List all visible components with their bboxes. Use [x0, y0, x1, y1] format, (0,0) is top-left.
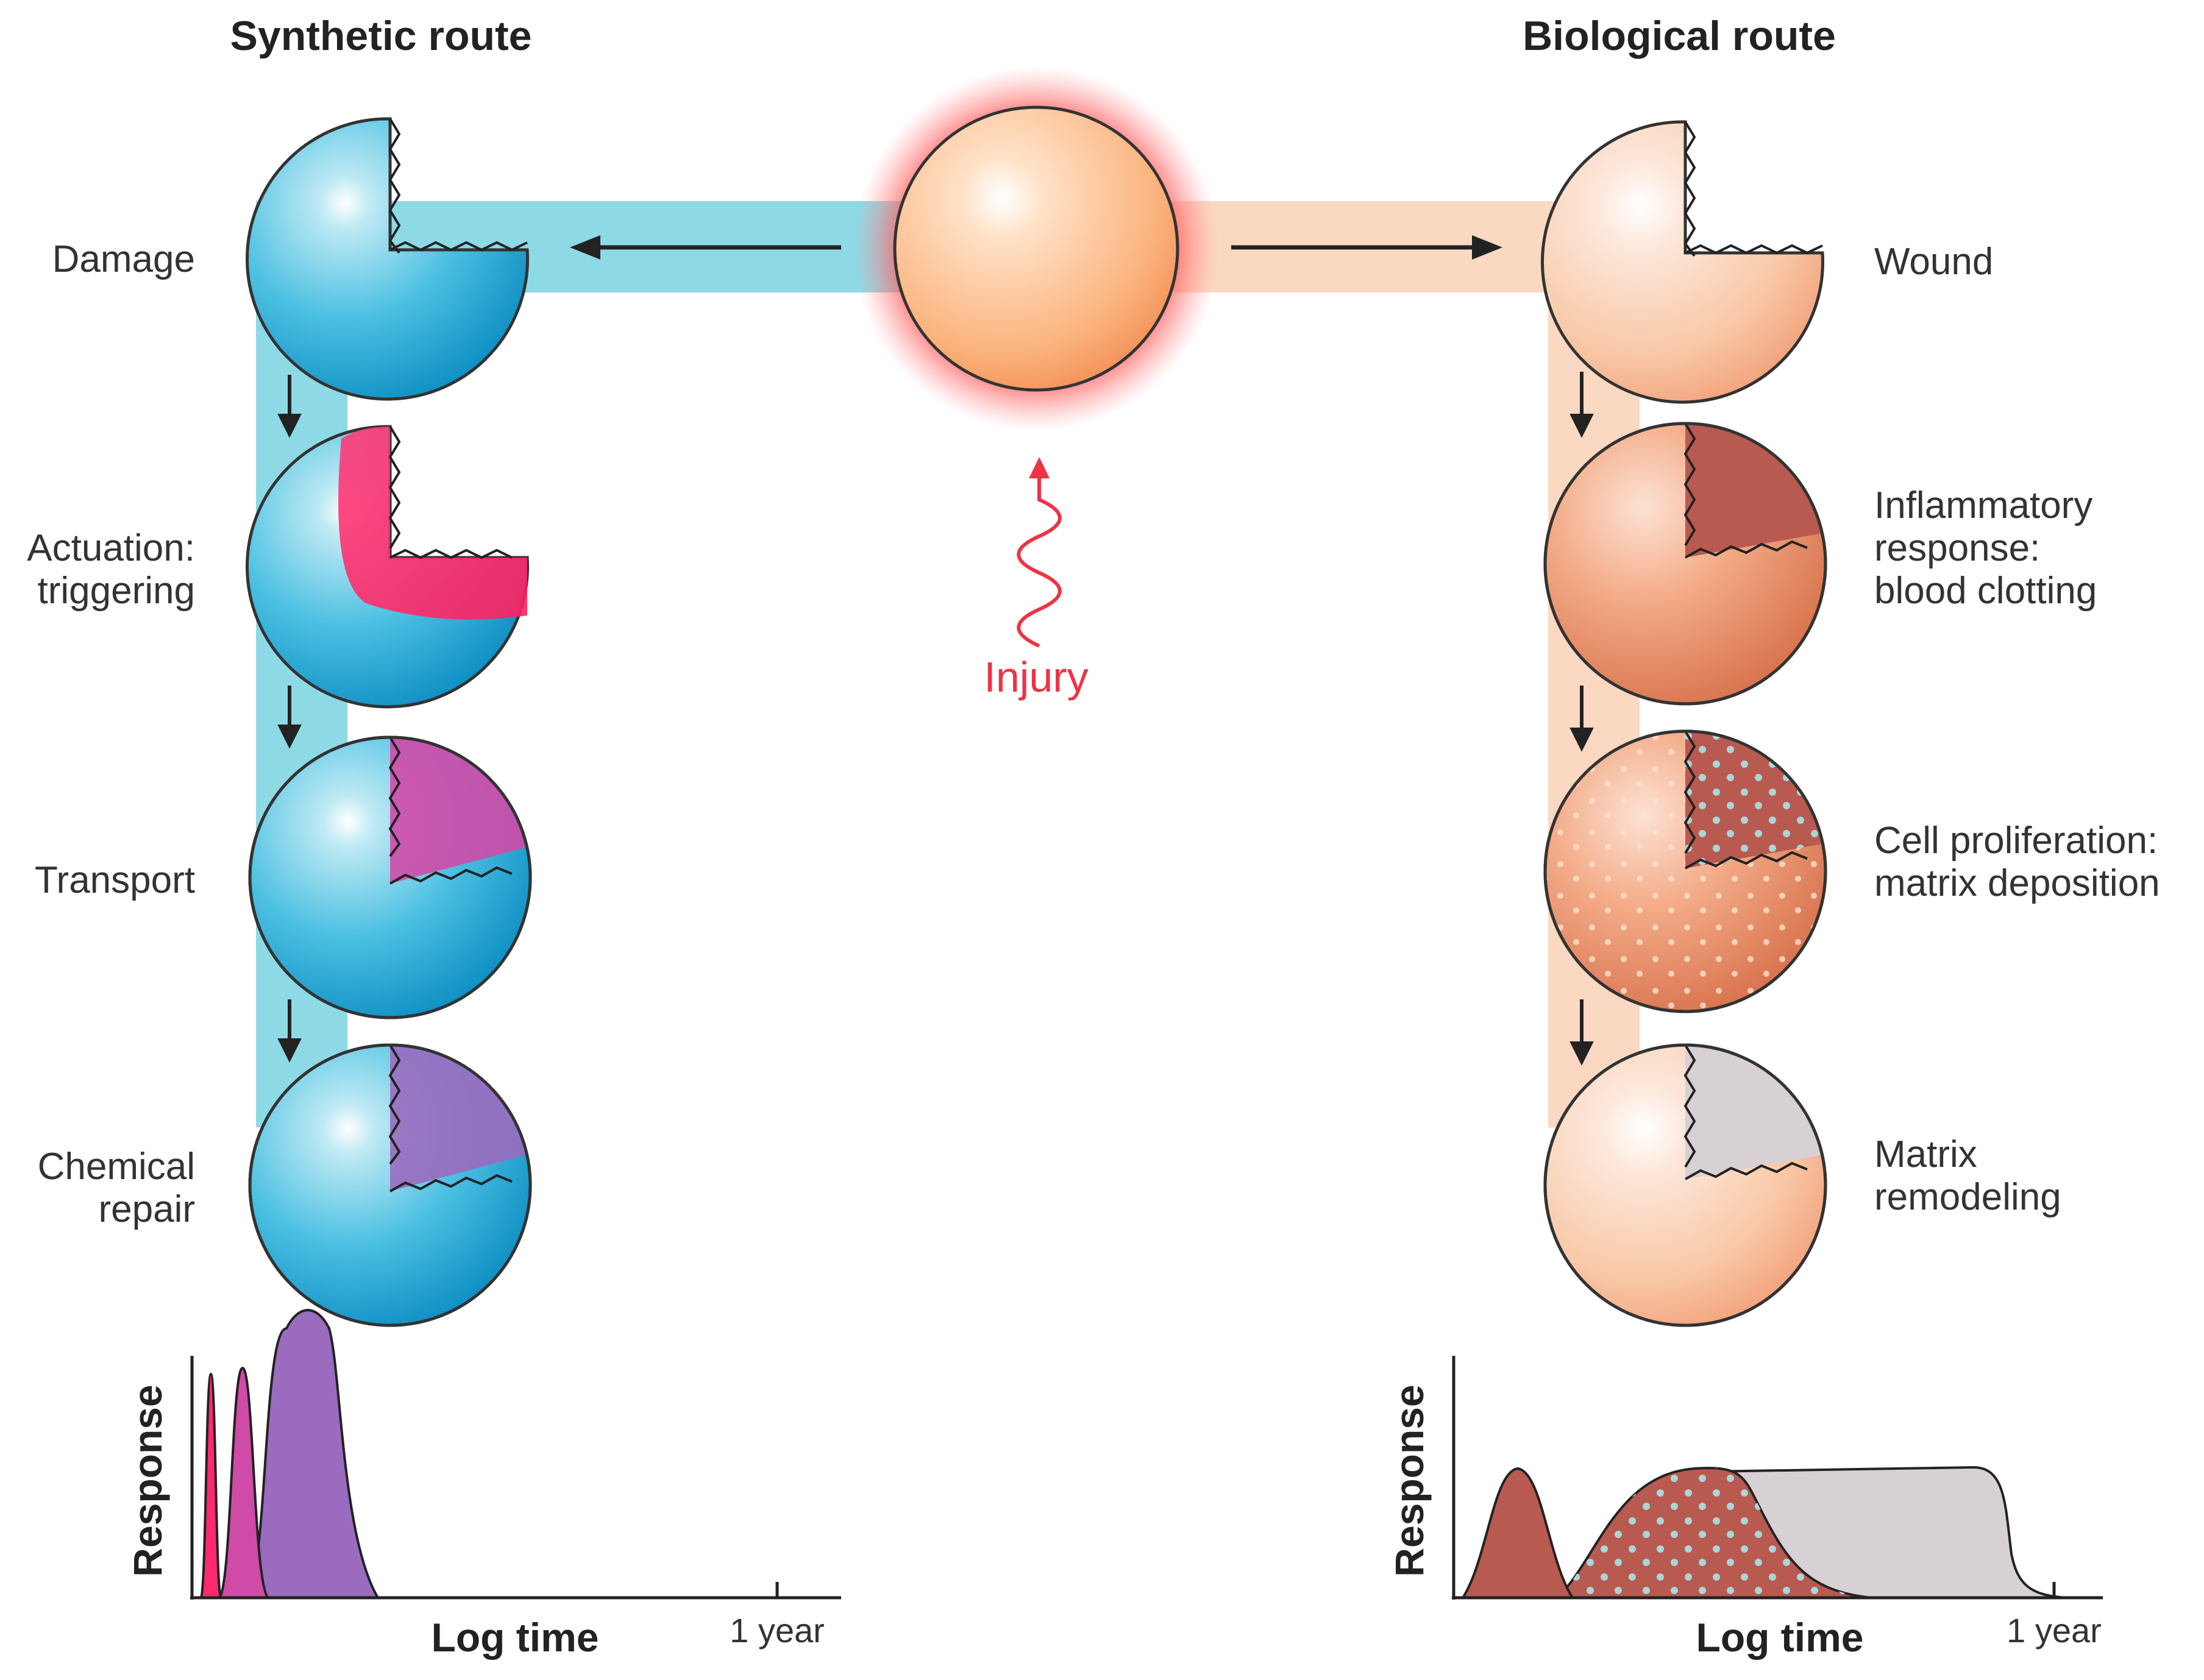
- biological-graph-ylabel: Response: [1387, 1384, 1432, 1576]
- biological-graph-xlabel: Log time: [1696, 1615, 1864, 1660]
- synthetic-graph-tick-1-year: 1 year: [730, 1611, 825, 1650]
- synthetic-stage-2-sublabel: triggering: [38, 570, 195, 612]
- biological-stage-4-label: Matrix: [1874, 1133, 1977, 1175]
- synthetic-graph-xlabel: Log time: [432, 1615, 599, 1660]
- biological-curve-clotting: [1460, 1467, 1575, 1599]
- synthetic-sphere-actuation: [245, 425, 529, 709]
- biological-sphere-proliferation: [1543, 729, 1827, 1013]
- biological-step-arrows: [1569, 372, 1594, 1066]
- biological-route-title: Biological route: [1523, 13, 1836, 59]
- biological-sphere-remodeling: [1543, 1043, 1827, 1327]
- arrow-to-synthetic: [570, 235, 841, 260]
- arrow-to-biological: [1231, 235, 1502, 260]
- biological-stage-4-sublabel: remodeling: [1874, 1176, 2061, 1218]
- synthetic-curve-trigger: [199, 1372, 222, 1599]
- biological-stage-3-label: Cell proliferation:: [1874, 820, 2158, 862]
- synthetic-stage-4-label: Chemical: [38, 1146, 195, 1188]
- synthetic-step-arrows: [277, 375, 302, 1063]
- synthetic-stage-1-label: Damage: [52, 238, 195, 280]
- synthetic-route-title: Synthetic route: [230, 13, 532, 59]
- biological-sphere-inflammatory: [1543, 422, 1827, 706]
- synthetic-curve-transport: [216, 1366, 272, 1599]
- synthetic-response-graph: [190, 1309, 841, 1600]
- synthetic-sphere-damage: [245, 117, 529, 401]
- synthetic-stage-4-sublabel: repair: [98, 1188, 195, 1230]
- biological-band: [1134, 201, 1640, 1127]
- biological-stage-3-sublabel: matrix deposition: [1874, 862, 2160, 904]
- biological-response-graph: [1452, 1356, 2103, 1600]
- synthetic-sphere-repair: [248, 1043, 532, 1327]
- biological-sphere-wound: [1540, 120, 1824, 404]
- synthetic-sphere-transport: [248, 735, 532, 1019]
- injury-label: Injury: [984, 653, 1088, 701]
- synthetic-stage-3-label: Transport: [35, 859, 195, 901]
- biological-stage-2-label: Inflammatory: [1874, 484, 2092, 526]
- synthetic-graph-ylabel: Response: [125, 1384, 170, 1576]
- biological-stage-2-sublabel2: blood clotting: [1874, 570, 2097, 612]
- injury-sphere: [853, 66, 1219, 431]
- synthetic-curve-repair: [243, 1309, 380, 1599]
- synthetic-stage-2-label: Actuation:: [27, 527, 195, 569]
- biological-stage-1-label: Wound: [1874, 241, 1993, 283]
- biological-graph-tick-1-year: 1 year: [2007, 1611, 2102, 1650]
- biological-stage-2-sublabel: response:: [1874, 527, 2040, 569]
- injury-wave-icon: [1017, 457, 1062, 648]
